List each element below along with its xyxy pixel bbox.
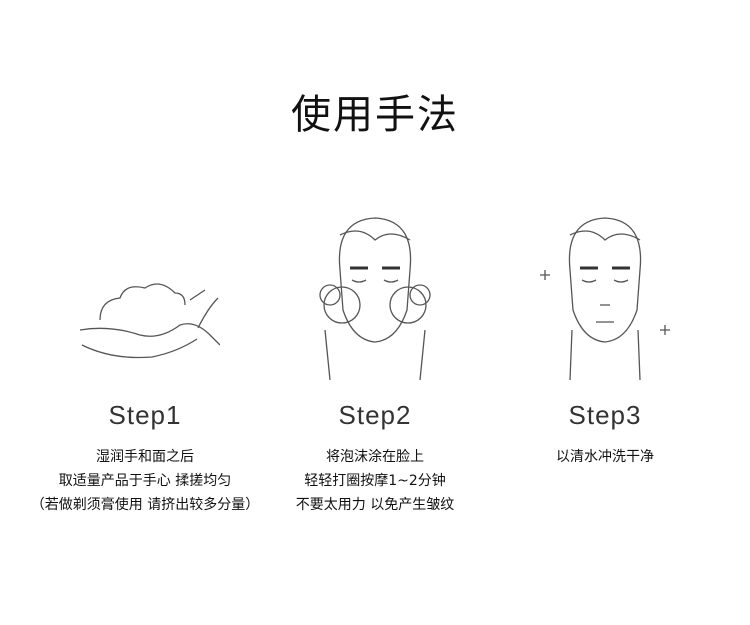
step-label: Step1 xyxy=(108,400,182,430)
step-desc-line: 将泡沫涂在脸上 xyxy=(326,449,424,465)
step-3: Step3 以清水冲洗干净 xyxy=(480,210,730,469)
step-label: Step3 xyxy=(568,400,642,430)
step-desc-line: 不要太用力 以免产生皱纹 xyxy=(295,497,455,513)
hands-lathering-icon xyxy=(79,283,220,359)
step-1: Step1 湿润手和面之后 取适量产品于手心 揉搓均匀 （若做剃须膏使用 请挤出… xyxy=(20,210,270,517)
step-desc-line: 以清水冲洗干净 xyxy=(556,449,654,465)
clean-face-icon xyxy=(540,217,670,381)
step-label: Step2 xyxy=(338,400,412,430)
step-desc-line: 湿润手和面之后 xyxy=(96,449,194,465)
step-desc-line: （若做剃须膏使用 请挤出较多分量） xyxy=(30,497,260,513)
step-2: Step2 将泡沫涂在脸上 轻轻打圈按摩1~2分钟 不要太用力 以免产生皱纹 xyxy=(250,210,500,517)
step-desc-line: 轻轻打圈按摩1~2分钟 xyxy=(304,473,446,489)
face-foam-icon xyxy=(319,217,431,381)
step-desc-line: 取适量产品于手心 揉搓均匀 xyxy=(58,473,232,489)
page-title: 使用手法 xyxy=(291,92,459,138)
